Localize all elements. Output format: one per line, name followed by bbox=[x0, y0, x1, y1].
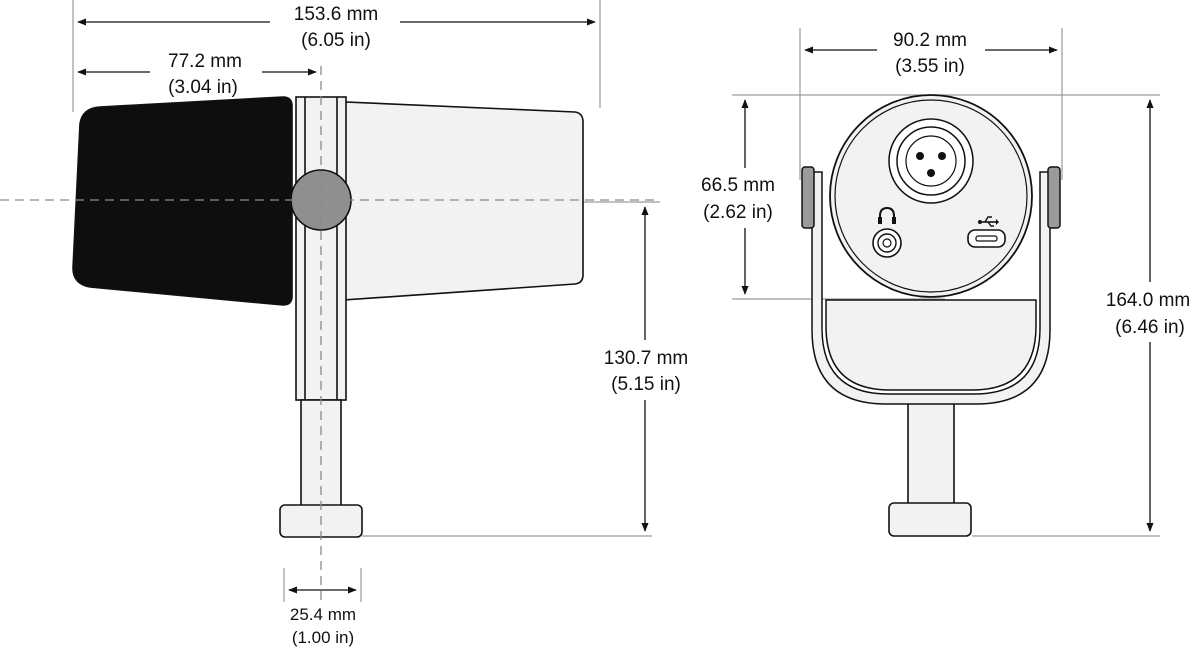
dim-overall-height-imperial: (6.46 in) bbox=[1115, 317, 1185, 338]
dim-overall-height-metric: 164.0 mm bbox=[1106, 290, 1190, 311]
dim-width-imperial: (3.55 in) bbox=[895, 56, 965, 77]
yoke-plate bbox=[825, 299, 1037, 391]
mic-body bbox=[299, 99, 584, 304]
dim-mount-thread-metric: 25.4 mm bbox=[290, 605, 356, 624]
dim-pivot-height-imperial: (5.15 in) bbox=[611, 374, 681, 395]
side-view: 153.6 mm (6.05 in) 77.2 mm (3.04 in) 130… bbox=[0, 0, 689, 656]
dim-pivot-height-metric: 130.7 mm bbox=[604, 348, 688, 369]
xlr-connector-icon bbox=[888, 118, 974, 204]
yoke-knob-left bbox=[801, 166, 815, 229]
windscreen bbox=[72, 96, 293, 306]
dim-body-diameter-imperial: (2.62 in) bbox=[703, 202, 773, 223]
front-mount-nut bbox=[888, 502, 972, 537]
dim-front-to-pivot-imperial: (3.04 in) bbox=[168, 77, 238, 98]
dim-front-to-pivot-metric: 77.2 mm bbox=[168, 51, 242, 72]
dim-overall-length-imperial: (6.05 in) bbox=[301, 30, 371, 51]
front-stand-stem bbox=[907, 395, 955, 507]
dim-overall-length-metric: 153.6 mm bbox=[294, 4, 378, 25]
dim-body-diameter-metric: 66.5 mm bbox=[701, 175, 775, 196]
dim-width-metric: 90.2 mm bbox=[893, 30, 967, 51]
yoke-knob-right bbox=[1047, 166, 1061, 229]
headphone-port bbox=[872, 206, 902, 258]
usb-port bbox=[967, 216, 1006, 248]
front-view: 90.2 mm (3.55 in) 66.5 mm (2.62 in) 164.… bbox=[688, 28, 1200, 537]
headphone-icon bbox=[878, 206, 896, 224]
dim-mount-thread-imperial: (1.00 in) bbox=[292, 628, 354, 647]
usb-icon bbox=[978, 216, 999, 227]
